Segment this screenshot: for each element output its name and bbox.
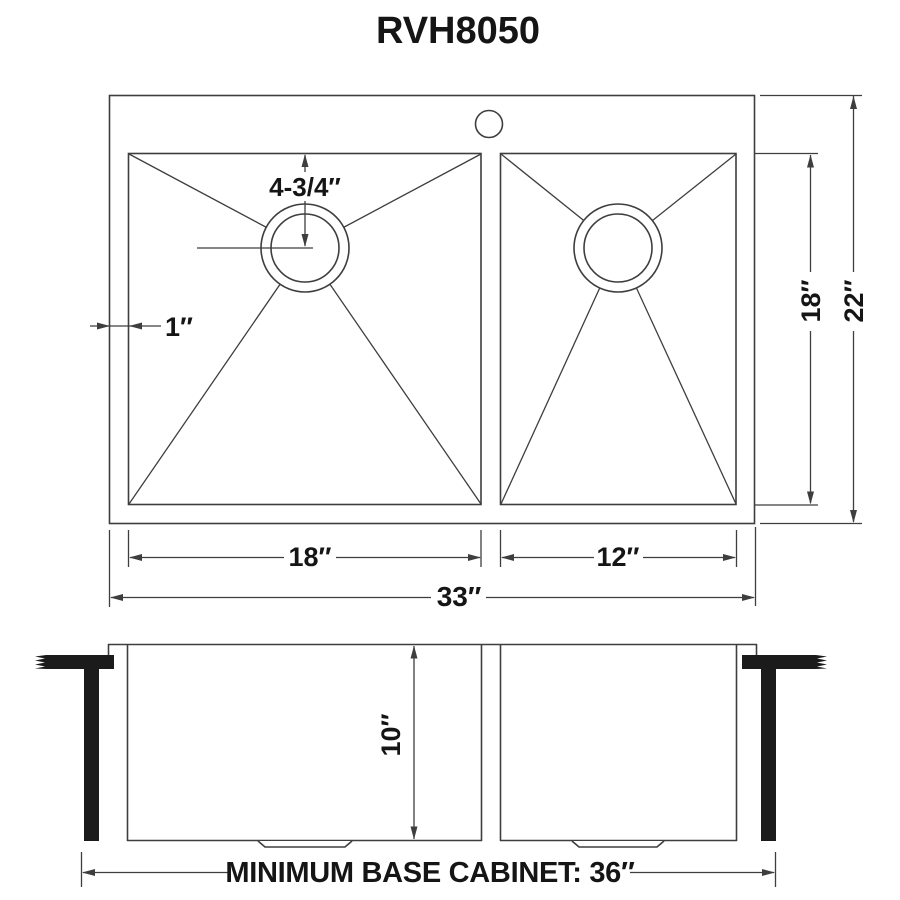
arrowhead-right [468, 554, 481, 561]
dim-bowl-depth: 18″ [796, 154, 826, 505]
dim-label-bowl-height: 10″ [376, 713, 406, 756]
arrowhead-left [82, 869, 95, 876]
arrowhead-left [129, 322, 142, 330]
dim-faucet-offset: 4-3/4″ [269, 154, 341, 247]
arrowhead-up [410, 645, 418, 659]
bottom-extension-lines [108, 527, 757, 607]
right-mount-bracket [742, 655, 827, 841]
dim-label-bowl-depth: 18″ [796, 279, 826, 322]
page-title: RVH8050 [376, 10, 540, 52]
left-bracket-arm [35, 655, 114, 669]
arrowhead-right [742, 594, 755, 601]
arrowhead-up [850, 96, 857, 109]
faucet-hole [474, 109, 504, 139]
dim-label-rim-width: 1″ [165, 312, 193, 342]
top-view: 4-3/4″ 1″ 18″ [90, 94, 869, 612]
dim-label-faucet-offset: 4-3/4″ [269, 172, 341, 202]
right-extension-lines [755, 94, 862, 525]
arrowhead-down [410, 826, 418, 840]
right-bracket-leg [761, 668, 776, 841]
right-bracket-arm [742, 655, 827, 669]
left-bracket-leg [84, 668, 99, 841]
dim-rim-width: 1″ [90, 312, 193, 342]
arrowhead-left [501, 554, 514, 561]
right-drain-bump [571, 840, 665, 848]
left-drain-bump [257, 840, 353, 848]
dim-left-bowl-width: 18″ [129, 542, 481, 572]
arrowhead-up [301, 154, 309, 167]
arrowhead-right [723, 554, 736, 561]
dim-min-base-cabinet: MINIMUM BASE CABINET: 36″ [80, 852, 777, 889]
left-mount-bracket [35, 655, 114, 841]
front-left-bowl [126, 644, 483, 842]
arrowhead-right [762, 869, 775, 876]
arrowhead-left [129, 554, 142, 561]
arrowhead-right [97, 322, 110, 330]
dim-right-bowl-width: 12″ [501, 542, 736, 572]
dim-label-right-bowl-width: 12″ [597, 542, 640, 572]
front-right-bowl [499, 644, 738, 842]
sink-outer-rim-outline [108, 94, 756, 525]
dim-label-overall-width: 33″ [437, 581, 482, 612]
dim-label-overall-depth: 22″ [839, 279, 869, 322]
front-view: 10″ MINIMUM BASE CABINET: 36″ [35, 643, 827, 889]
left-bowl-outline [127, 152, 482, 506]
dim-label-left-bowl-width: 18″ [289, 542, 332, 572]
dim-overall-width: 33″ [110, 581, 755, 612]
right-drain [573, 203, 663, 293]
dim-bowl-height: 10″ [376, 645, 418, 840]
arrowhead-down [850, 510, 857, 523]
arrowhead-down [301, 234, 309, 247]
min-base-cabinet-label: MINIMUM BASE CABINET: 36″ [225, 857, 635, 889]
arrowhead-up [807, 154, 814, 168]
arrowhead-left [110, 594, 123, 601]
right-bowl-outline [499, 152, 737, 506]
arrowhead-down [807, 491, 814, 505]
dim-overall-depth: 22″ [839, 96, 869, 523]
